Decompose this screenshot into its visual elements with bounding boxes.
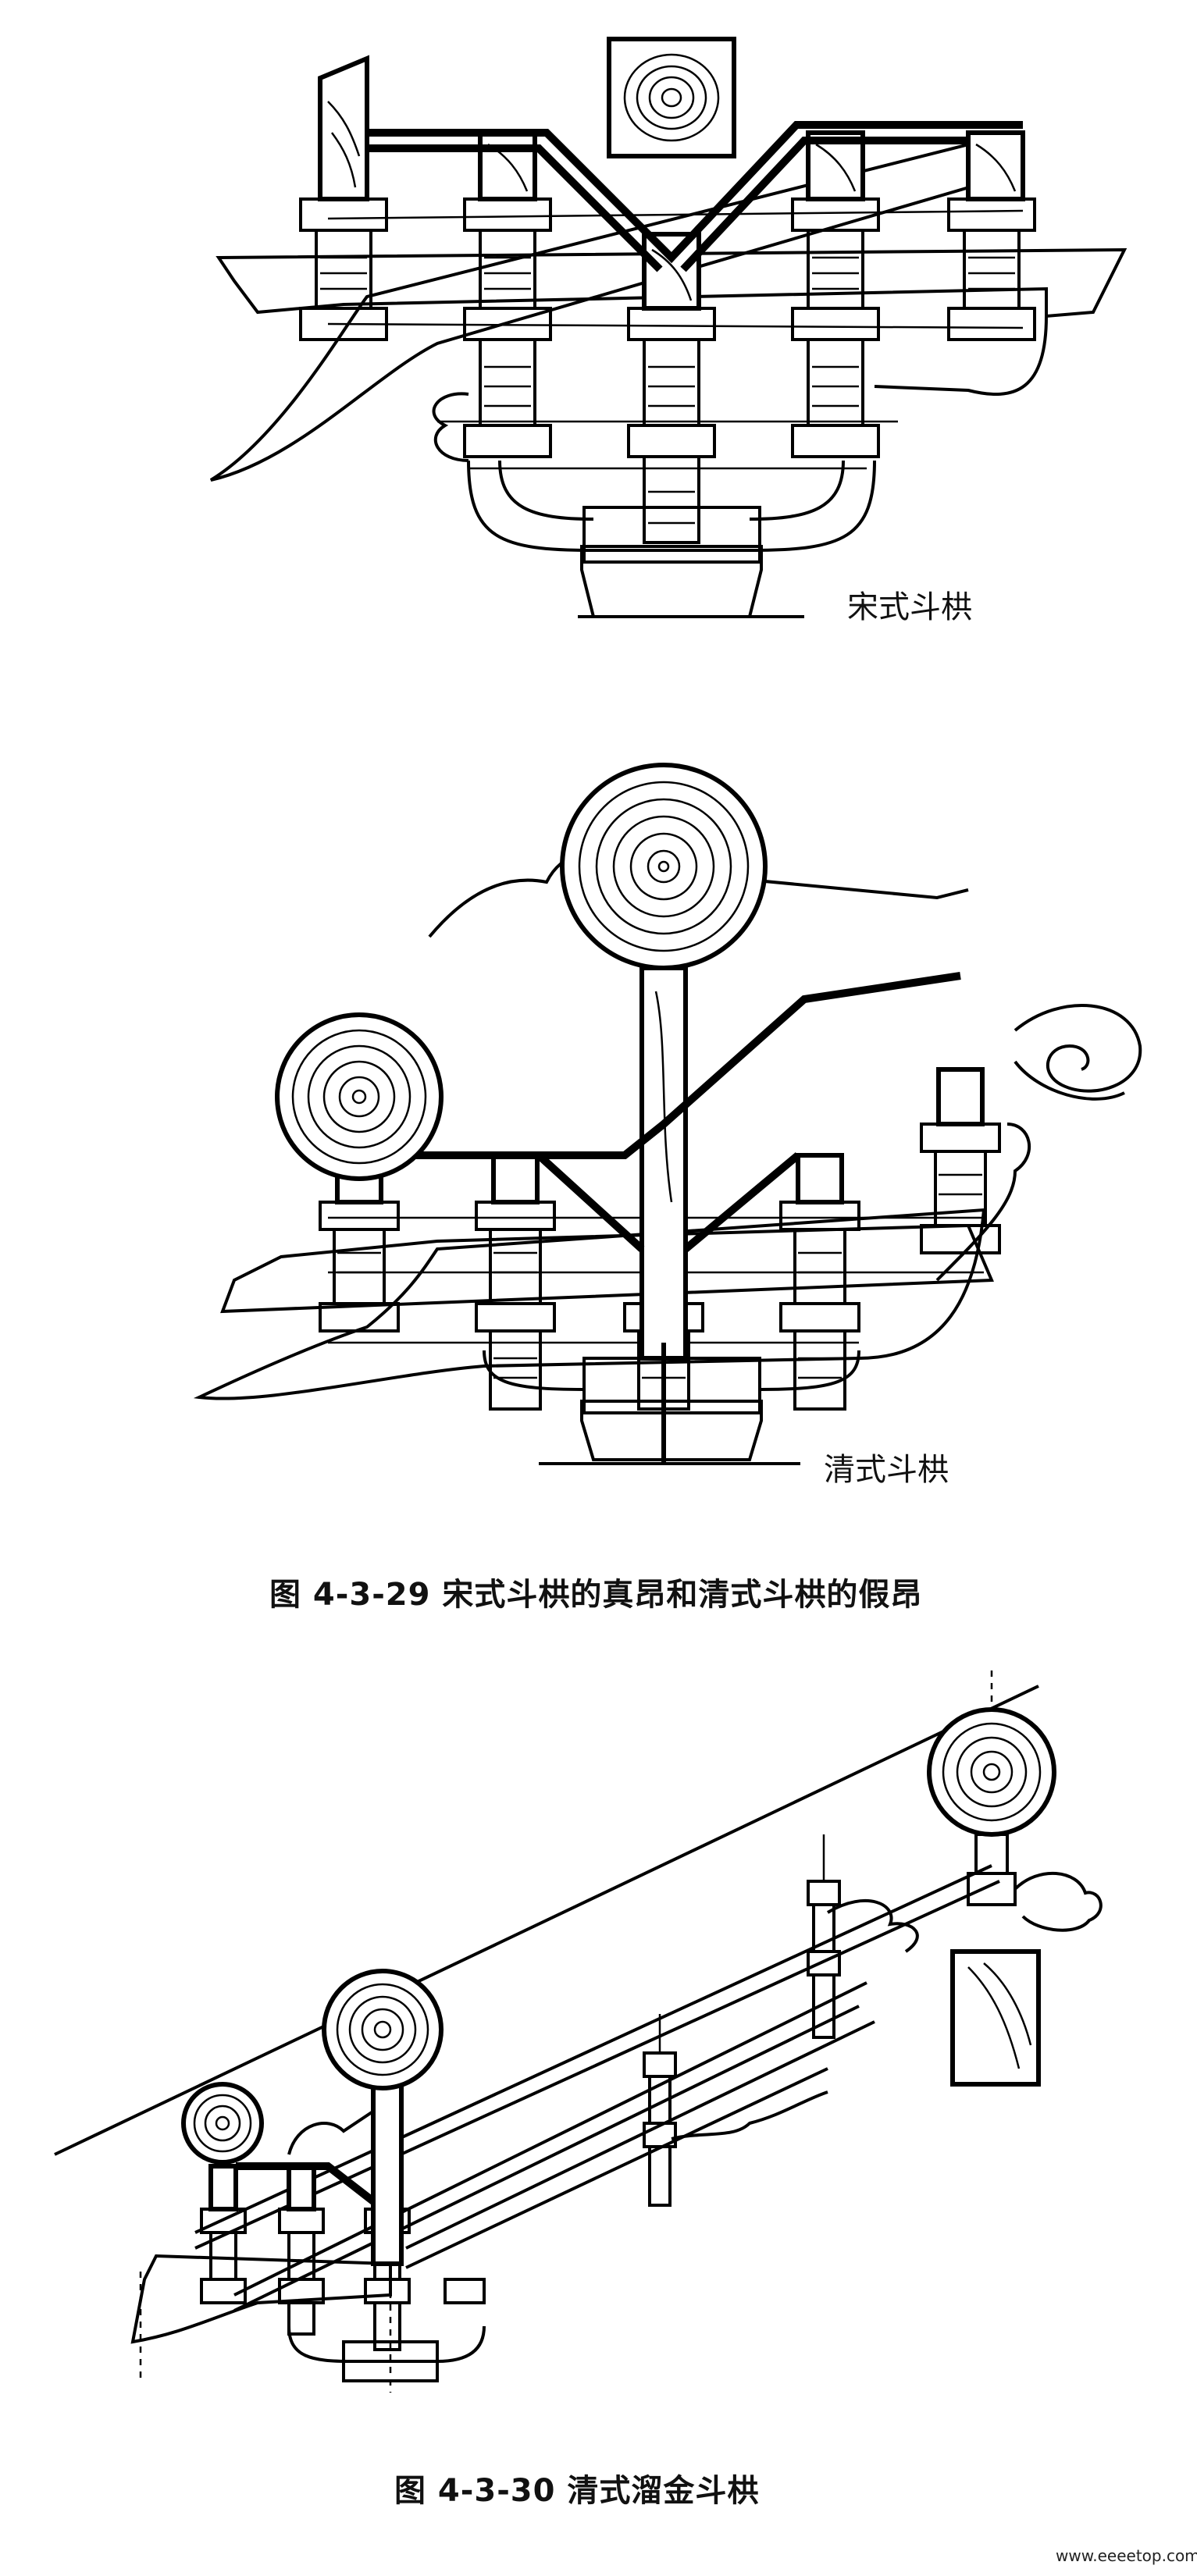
cloud-scroll-ornament: [1014, 1003, 1142, 1101]
liujin-bracket-stacks-left: [200, 2208, 486, 2351]
purlin-rings-top: [623, 53, 720, 142]
qing-liujin-dougong-diagram: [54, 1670, 1103, 2393]
figure-1-caption: 图 4-3-29 宋式斗栱的真昂和清式斗栱的假昂: [269, 1577, 923, 1613]
song-style-label: 宋式斗栱: [847, 589, 972, 625]
purlin-rings-mid: [336, 1983, 429, 2076]
liujin-bracket-stacks-middle: [643, 1834, 841, 2207]
bracket-stack-4: [791, 197, 880, 458]
bracket-stack-1: [299, 197, 388, 341]
bracket-stack-5: [947, 197, 1036, 341]
bracket-stack-2: [463, 197, 552, 458]
qing-style-label: 清式斗栱: [824, 1452, 949, 1488]
figure-2-caption: 图 4-3-30 清式溜金斗栱: [394, 2473, 760, 2509]
qing-bracket-stack-5: [920, 1123, 1001, 1254]
purlin-rings-left: [291, 1029, 427, 1165]
song-style-dougong-diagram: [209, 37, 1128, 618]
purlin-rings-center: [578, 781, 750, 952]
qing-style-dougong-diagram: [193, 763, 1142, 1465]
qing-bracket-stack-2: [475, 1201, 556, 1411]
purlin-rings-right: [942, 1722, 1042, 1822]
watermark: www.eeeetop.com: [1056, 2546, 1197, 2565]
